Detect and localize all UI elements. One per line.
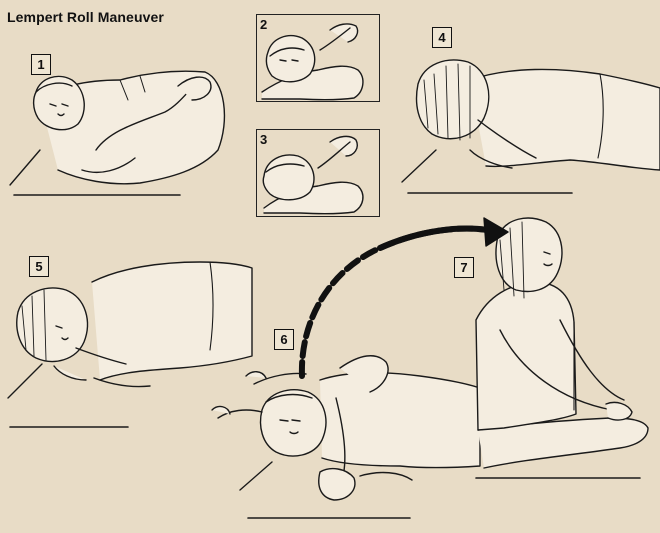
figure-step-7 — [475, 217, 649, 479]
motion-arrow — [298, 217, 509, 379]
figure-step-3 — [262, 135, 364, 215]
step-label-7: 7 — [454, 257, 474, 278]
panel-3-frame — [256, 129, 380, 217]
figure-step-5 — [7, 261, 253, 428]
step-label-1: 1 — [31, 54, 51, 75]
figure-step-1 — [9, 70, 226, 196]
figure-step-2 — [261, 23, 364, 101]
step-label-4: 4 — [432, 27, 452, 48]
figure-step-4 — [401, 59, 660, 194]
step-label-5: 5 — [29, 256, 49, 277]
step-label-3: 3 — [260, 132, 268, 147]
panel-2-frame — [256, 14, 380, 102]
step-label-6: 6 — [274, 329, 294, 350]
diagram-title: Lempert Roll Maneuver — [7, 9, 164, 25]
step-label-2: 2 — [260, 17, 268, 32]
figure-step-6 — [211, 355, 481, 519]
